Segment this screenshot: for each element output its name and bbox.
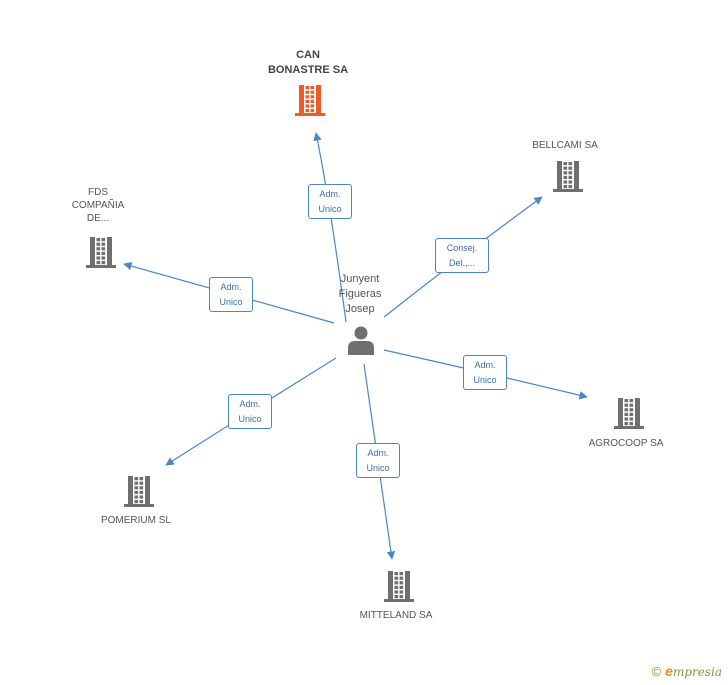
- relation-badge-line: Adm.: [367, 448, 389, 458]
- relation-badge-line: Adm.: [474, 360, 496, 370]
- building-icon[interactable]: [124, 476, 154, 507]
- company-label-mitteland[interactable]: MITTELAND SA: [346, 609, 446, 622]
- relation-badge-line: Unico: [238, 414, 262, 424]
- person-icon: [348, 326, 374, 355]
- relation-badge-line: Adm.: [319, 189, 341, 199]
- building-icon[interactable]: [553, 161, 583, 192]
- relation-badge-bellcami[interactable]: Consej. Del.,...: [435, 238, 489, 273]
- building-icon[interactable]: [86, 237, 116, 268]
- building-icon[interactable]: [384, 571, 414, 602]
- brand-logo-initial: e: [665, 663, 673, 679]
- footer-brand: ©empresia: [652, 663, 722, 679]
- company-label-line: FDS: [88, 187, 108, 198]
- relation-badge-line: Del.,...: [448, 258, 475, 268]
- relation-badge-line: Consej.: [446, 243, 478, 253]
- copyright-icon: ©: [651, 664, 662, 679]
- company-label-line: CAN: [296, 49, 320, 61]
- relation-badge-line: Unico: [366, 463, 390, 473]
- building-icon[interactable]: [295, 85, 325, 116]
- relation-badge-line: Adm.: [239, 399, 261, 409]
- relation-badge-pomerium[interactable]: Adm. Unico: [228, 394, 272, 429]
- company-label-line: DE...: [86, 213, 110, 224]
- company-label-line: COMPAÑIA: [71, 200, 125, 211]
- relation-badge-can-bonastre[interactable]: Adm. Unico: [308, 184, 352, 219]
- company-label-fds[interactable]: FDS COMPAÑIA DE...: [58, 186, 138, 225]
- relation-badge-line: Adm.: [220, 282, 242, 292]
- company-label-agrocoop[interactable]: AGROCOOP SA: [576, 437, 676, 450]
- company-label-pomerium[interactable]: POMERIUM SL: [86, 514, 186, 527]
- building-icon[interactable]: [614, 398, 644, 429]
- person-name-line: Figueras: [338, 288, 382, 300]
- relation-badge-line: Unico: [473, 375, 497, 385]
- relation-badge-line: Unico: [219, 297, 243, 307]
- relation-badge-line: Unico: [318, 204, 342, 214]
- brand-logo-text: mpresia: [672, 665, 722, 679]
- company-label-line: BELLCAMI SA: [532, 140, 598, 151]
- person-name-line: Josep: [345, 303, 375, 315]
- person-name-line: Junyent: [340, 273, 380, 285]
- relation-badge-fds[interactable]: Adm. Unico: [209, 277, 253, 312]
- company-label-line: BONASTRE SA: [267, 64, 349, 76]
- relation-badge-agrocoop[interactable]: Adm. Unico: [463, 355, 507, 390]
- relation-badge-mitteland[interactable]: Adm. Unico: [356, 443, 400, 478]
- company-label-line: AGROCOOP SA: [588, 438, 664, 449]
- company-label-can-bonastre[interactable]: CAN BONASTRE SA: [253, 48, 363, 78]
- company-label-line: MITTELAND SA: [359, 610, 433, 621]
- company-label-line: POMERIUM SL: [100, 515, 171, 526]
- company-label-bellcami[interactable]: BELLCAMI SA: [515, 139, 615, 152]
